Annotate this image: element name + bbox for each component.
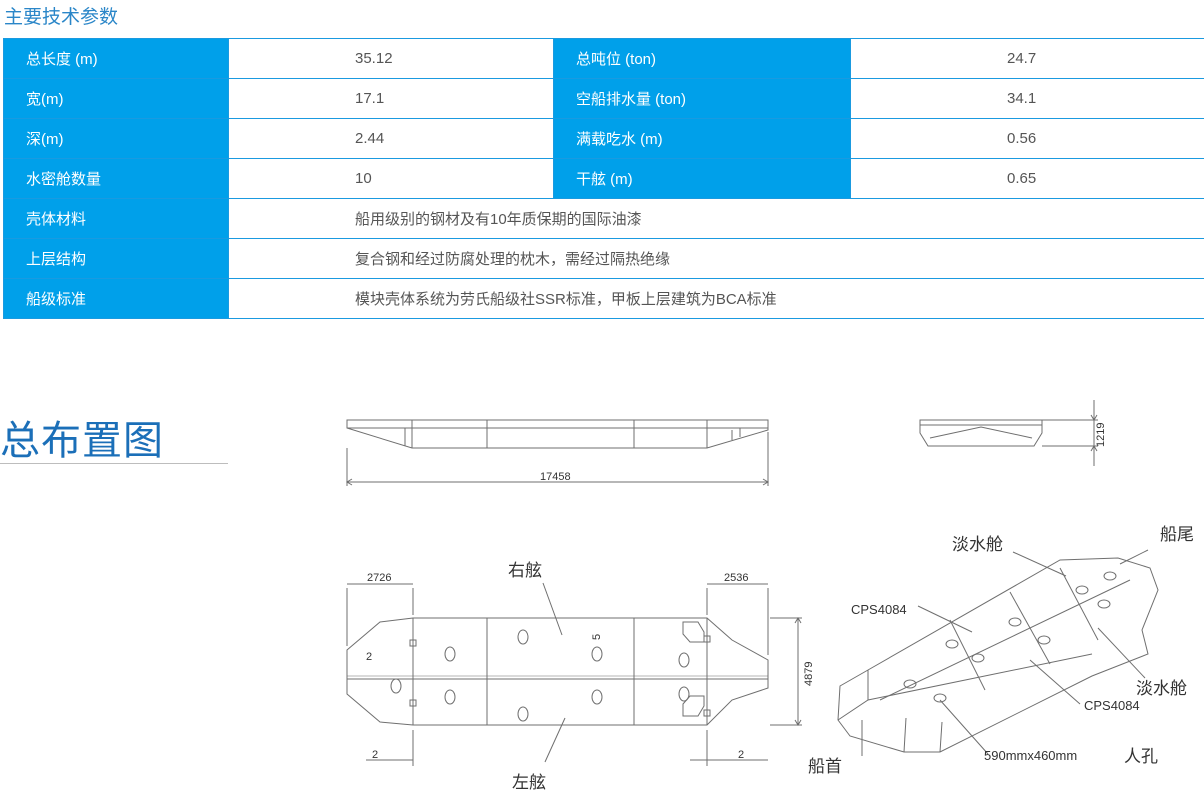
plan-view [346,582,802,766]
label-cps-top: CPS4084 [851,602,907,617]
spec-label: 水密舱数量 [3,158,229,199]
label-stern: 船尾 [1160,525,1194,544]
table-row: 深(m) 2.44 满载吃水 (m) 0.56 [3,118,1204,159]
dim-two-a: 2 [366,651,372,663]
label-manhole: 人孔 [1124,747,1158,766]
spec-value: 35.12 [228,38,554,79]
dim-beam: 4879 [803,662,815,686]
spec-label: 满载吃水 (m) [553,118,851,159]
table-row: 水密舱数量 10 干舷 (m) 0.65 [3,158,1204,199]
spec-value: 2.44 [228,118,554,159]
spec-label: 深(m) [3,118,229,159]
general-arrangement-title: 总布置图 [0,419,164,463]
label-port: 左舷 [512,773,546,792]
spec-value: 0.65 [850,158,1204,199]
dim-height: 1219 [1095,423,1107,447]
dim-length: 17458 [540,471,571,483]
dim-two-b: 2 [372,749,378,761]
title-underline [0,463,228,464]
label-starboard: 右舷 [508,561,542,580]
label-fresh-water-tank: 淡水舱 [1136,679,1187,698]
spec-label: 船级标准 [3,278,229,319]
spec-label: 空船排水量 (ton) [553,78,851,119]
spec-label: 壳体材料 [3,198,229,239]
dim-five: 5 [591,634,603,640]
table-row: 宽(m) 17.1 空船排水量 (ton) 34.1 [3,78,1204,119]
side-elevation-view [346,419,769,486]
spec-value: 复合钢和经过防腐处理的枕木，需经过隔热绝缘 [228,238,1204,279]
dim-stern-length: 2536 [724,572,748,584]
end-elevation-view [919,400,1098,466]
dim-bow-length: 2726 [367,572,391,584]
spec-label: 总吨位 (ton) [553,38,851,79]
spec-table: 总长度 (m) 35.12 总吨位 (ton) 24.7 宽(m) 17.1 空… [3,38,1204,319]
dim-two-c: 2 [738,749,744,761]
label-bow: 船首 [808,757,842,776]
label-manhole-size: 590mmx460mm [984,748,1077,763]
spec-value: 船用级别的钢材及有10年质保期的国际油漆 [228,198,1204,239]
spec-value: 34.1 [850,78,1204,119]
table-row: 上层结构 复合钢和经过防腐处理的枕木，需经过隔热绝缘 [3,238,1204,279]
spec-value: 24.7 [850,38,1204,79]
label-cps-bottom: CPS4084 [1084,698,1140,713]
section-title: 主要技术参数 [4,7,119,28]
isometric-view [837,549,1159,756]
spec-label: 宽(m) [3,78,229,119]
spec-value: 模块壳体系统为劳氏船级社SSR标准，甲板上层建筑为BCA标准 [228,278,1204,319]
table-row: 船级标准 模块壳体系统为劳氏船级社SSR标准，甲板上层建筑为BCA标准 [3,278,1204,319]
table-row: 壳体材料 船用级别的钢材及有10年质保期的国际油漆 [3,198,1204,239]
table-row: 总长度 (m) 35.12 总吨位 (ton) 24.7 [3,38,1204,79]
spec-label: 上层结构 [3,238,229,279]
label-fresh-water-tank: 淡水舱 [952,535,1003,554]
